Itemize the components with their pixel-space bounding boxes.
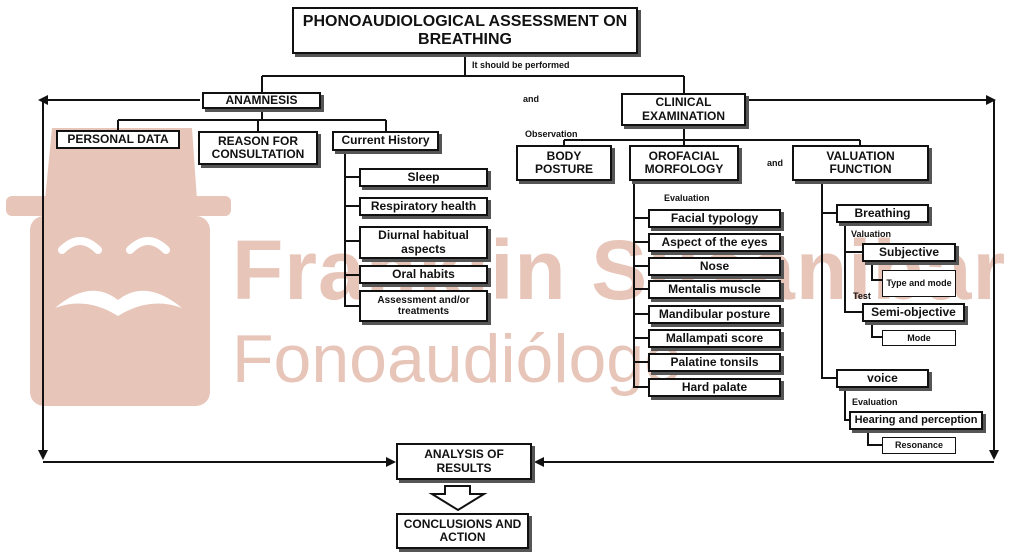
anamnesis-label: ANAMNESIS bbox=[225, 92, 298, 107]
orofacial-item: Mentalis muscle bbox=[648, 280, 781, 299]
hearing-perception-label: Hearing and perception bbox=[854, 414, 978, 427]
body-posture-box: BODY POSTURE bbox=[516, 145, 612, 181]
mode-label: Mode bbox=[907, 332, 931, 343]
watermark-eye-left bbox=[58, 237, 102, 254]
history-item: Oral habits bbox=[359, 265, 488, 284]
history-item: Diurnal habitual aspects bbox=[359, 226, 488, 259]
resonance-box: Resonance bbox=[882, 437, 956, 454]
analysis-of-results-box: ANALYSIS OF RESULTS bbox=[396, 443, 532, 480]
connector-label-should-perform: It should be performed bbox=[472, 60, 570, 70]
watermark-subtitle: Fonoaudiólogo bbox=[232, 321, 682, 397]
breathing-label: Breathing bbox=[854, 205, 911, 220]
voice-evaluation-label: Evaluation bbox=[852, 397, 898, 407]
orofacial-morfology-label: OROFACIAL MORFOLOGY bbox=[644, 148, 724, 176]
test-label: Test bbox=[853, 291, 871, 301]
history-item: Respiratory health bbox=[359, 197, 488, 216]
semi-objective-label: Semi-objective bbox=[871, 304, 956, 319]
voice-label: voice bbox=[867, 370, 898, 385]
body-posture-label: BODY POSTURE bbox=[534, 148, 593, 176]
current-history-label: Current History bbox=[341, 133, 430, 148]
conclusions-action-box: CONCLUSIONS AND ACTION bbox=[396, 513, 529, 549]
orofacial-morfology-box: OROFACIAL MORFOLOGY bbox=[629, 145, 739, 181]
watermark-eye-right bbox=[126, 237, 170, 254]
orofacial-item-label: Mentalis muscle bbox=[668, 281, 761, 296]
history-item-label: Assessment and/or treatments bbox=[377, 294, 470, 317]
clinical-examination-box: CLINICAL EXAMINATION bbox=[621, 93, 746, 126]
orofacial-item: Aspect of the eyes bbox=[648, 233, 781, 252]
orofacial-evaluation-label: Evaluation bbox=[664, 193, 710, 203]
watermark-mustache bbox=[55, 290, 182, 316]
orofacial-item: Facial typology bbox=[648, 209, 781, 228]
type-mode-label: Type and mode bbox=[886, 278, 952, 289]
orofacial-item: Nose bbox=[648, 257, 781, 276]
history-item-label: Oral habits bbox=[392, 266, 455, 281]
down-arrow-icon bbox=[428, 485, 488, 512]
orofacial-item-label: Facial typology bbox=[670, 210, 759, 225]
current-history-box: Current History bbox=[332, 131, 439, 151]
semi-objective-box: Semi-objective bbox=[862, 303, 965, 322]
conclusions-label: CONCLUSIONS AND ACTION bbox=[403, 516, 522, 544]
observation-label: Observation bbox=[525, 129, 578, 139]
subjective-label: Subjective bbox=[878, 244, 940, 259]
personal-data-label: PERSONAL DATA bbox=[67, 131, 169, 146]
breathing-valuation-label: Valuation bbox=[851, 229, 892, 239]
reason-box: REASON FOR CONSULTATION bbox=[198, 131, 318, 165]
orofacial-item-label: Mandibular posture bbox=[658, 306, 771, 321]
history-item-label: Respiratory health bbox=[370, 198, 477, 213]
reason-label: REASON FOR CONSULTATION bbox=[211, 133, 305, 161]
valuation-function-label: VALUATION FUNCTION bbox=[826, 148, 895, 176]
title-text: PHONOAUDIOLOGICAL ASSESSMENT ON BREATHIN… bbox=[302, 12, 628, 48]
mode-box: Mode bbox=[882, 330, 956, 346]
orofacial-item-label: Mallampati score bbox=[665, 330, 764, 345]
orofacial-item: Hard palate bbox=[648, 378, 781, 397]
connector-label-and: and bbox=[523, 94, 540, 104]
orofacial-item-label: Palatine tonsils bbox=[670, 354, 759, 369]
orofacial-item-label: Nose bbox=[699, 258, 730, 273]
orofacial-item: Mallampati score bbox=[648, 329, 781, 348]
personal-data-box: PERSONAL DATA bbox=[56, 130, 180, 149]
hearing-perception-box: Hearing and perception bbox=[849, 411, 983, 430]
orofacial-item: Mandibular posture bbox=[648, 305, 781, 324]
clinical-examination-label: CLINICAL EXAMINATION bbox=[641, 95, 726, 123]
type-mode-box: Type and mode bbox=[882, 270, 956, 297]
analysis-label: ANALYSIS OF RESULTS bbox=[424, 447, 504, 475]
history-item-label: Sleep bbox=[407, 169, 440, 184]
breathing-box: Breathing bbox=[836, 204, 929, 223]
orofacial-item: Palatine tonsils bbox=[648, 353, 781, 372]
page-title: PHONOAUDIOLOGICAL ASSESSMENT ON BREATHIN… bbox=[292, 7, 638, 54]
watermark-hat-brim bbox=[6, 196, 231, 216]
clinical-and-label: and bbox=[767, 158, 784, 168]
orofacial-item-label: Hard palate bbox=[681, 379, 748, 394]
valuation-function-box: VALUATION FUNCTION bbox=[792, 145, 929, 181]
history-item: Assessment and/or treatments bbox=[359, 290, 488, 322]
history-item-label: Diurnal habitual aspects bbox=[378, 228, 469, 256]
subjective-box: Subjective bbox=[862, 243, 956, 262]
voice-box: voice bbox=[836, 369, 929, 388]
orofacial-item-label: Aspect of the eyes bbox=[661, 234, 768, 249]
anamnesis-box: ANAMNESIS bbox=[202, 92, 321, 109]
history-item: Sleep bbox=[359, 168, 488, 187]
resonance-label: Resonance bbox=[894, 440, 944, 451]
